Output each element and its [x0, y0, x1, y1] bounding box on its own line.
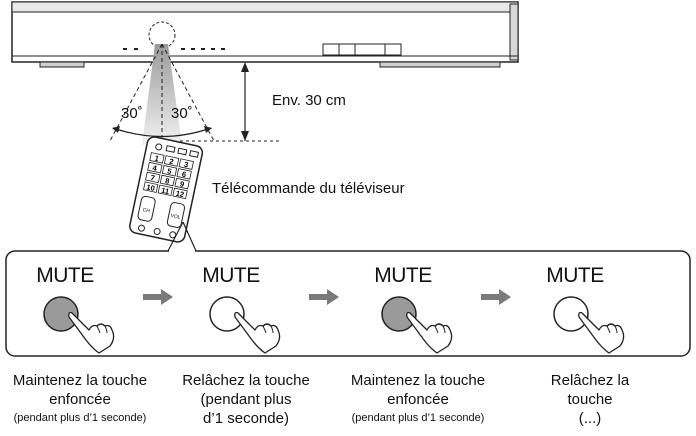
remote-key [172, 187, 188, 200]
hand-icon [234, 311, 281, 354]
angle-arc [112, 127, 212, 138]
indicator-leds [123, 48, 225, 50]
remote-key [145, 171, 161, 184]
mute-label: MUTE [36, 264, 94, 287]
remote-key-label: 12 [175, 189, 185, 200]
step-caption: Relâchez la touche (pendant plus d’1 secon… [161, 371, 331, 428]
mute-button-pressed [381, 296, 417, 332]
mute-button-released [209, 296, 245, 332]
mute-label: MUTE [546, 264, 604, 287]
callout-left [167, 221, 184, 252]
step-caption: Maintenez la touche enfoncée (pendant plus… [0, 371, 165, 428]
mute-label: MUTE [374, 264, 432, 287]
angle-limit-right [161, 43, 215, 142]
hand-icon [68, 311, 115, 354]
step-caption: Maintenez la touche enfoncée (pendant plus… [333, 371, 503, 428]
hand-icon [406, 311, 453, 354]
caption-note: (pendant plus d’1 seconde) [351, 412, 485, 424]
remote-label: Télécommande du téléviseur [212, 180, 405, 197]
steps-panel [5, 250, 691, 357]
angle-right-label: 30˚ [171, 105, 193, 122]
step-arrow-icon [143, 289, 173, 305]
remote-key-label: 5 [166, 166, 172, 176]
caption-line: touche [567, 391, 613, 408]
mute-button-released [553, 296, 589, 332]
remote-key [161, 164, 178, 177]
caption-line: Relâchez la touche [182, 372, 310, 389]
remote-key [176, 168, 192, 180]
caption-line: (...) [578, 410, 602, 427]
remote-key [147, 161, 163, 174]
caption-line: enfoncée [49, 391, 111, 408]
angle-limit-left [109, 43, 163, 142]
remote-key [149, 152, 165, 164]
hand-icon [578, 311, 625, 354]
remote-key [159, 174, 176, 187]
mute-label: MUTE [202, 264, 260, 287]
callout-right [182, 221, 197, 252]
remote-key-label: 4 [152, 163, 159, 173]
remote-key-label: 1 [154, 153, 160, 163]
remote-key-label: 11 [160, 186, 170, 196]
caption-line: Maintenez la touche [12, 372, 148, 389]
angle-left-label: 30˚ [121, 105, 143, 122]
caption-note: (pendant plus d’1 seconde) [13, 412, 147, 424]
step-caption: Relâchez la touche (...) [505, 371, 675, 428]
remote-key-label: 8 [164, 176, 170, 186]
caption-line: enfoncée [387, 391, 449, 408]
remote-vol-label: VOL [170, 213, 181, 221]
soundbar-buttons [322, 43, 402, 56]
remote-key [157, 184, 174, 197]
remote-key-label: 2 [169, 157, 175, 167]
remote-key-label: 6 [181, 170, 187, 180]
remote-key-label: 10 [146, 182, 156, 193]
remote-key [178, 158, 194, 170]
remote-key-label: 3 [183, 160, 189, 170]
caption-line: Relâchez la [550, 372, 630, 389]
remote-key [174, 177, 190, 190]
caption-line: Maintenez la touche [350, 372, 486, 389]
step-arrow-icon [309, 289, 339, 305]
remote-key-label: 9 [179, 179, 185, 189]
step-arrow-icon [481, 289, 511, 305]
soundbar [11, 1, 519, 68]
caption-line: (pendant plus [200, 391, 292, 408]
remote-key-label: 7 [150, 173, 156, 183]
caption-line: d’1 seconde) [203, 410, 289, 427]
remote-key [163, 155, 180, 167]
distance-label: Env. 30 cm [272, 92, 346, 109]
remote-key [143, 181, 159, 193]
remote-ch-label: CH [142, 207, 151, 214]
mute-button-pressed [43, 296, 79, 332]
